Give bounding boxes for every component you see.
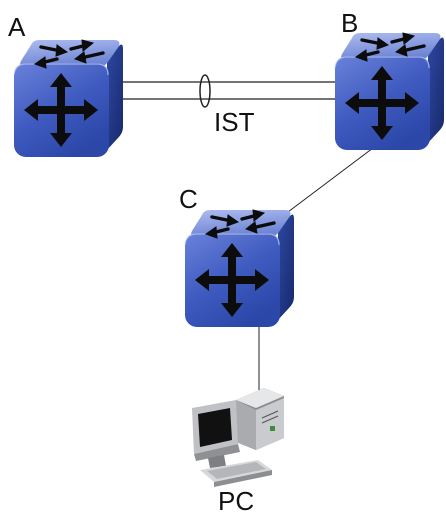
node-label-c: C (179, 184, 198, 214)
switch-b[interactable] (333, 31, 446, 152)
desktop-pc-icon (192, 388, 284, 487)
pc-workstation[interactable] (192, 388, 284, 487)
routing-switch-cube-icon (183, 208, 296, 329)
node-label-pc: PC (218, 486, 254, 516)
node-label-b: B (341, 8, 358, 38)
link-label-ist: IST (214, 107, 255, 137)
link-b-c (279, 147, 374, 219)
switch-a[interactable] (12, 38, 125, 159)
switch-c[interactable] (183, 208, 296, 329)
link-ist (118, 74, 340, 108)
node-label-a: A (8, 12, 26, 42)
routing-switch-cube-icon (12, 38, 125, 159)
routing-switch-cube-icon (333, 31, 446, 152)
ist-bundle-ring (199, 74, 211, 108)
